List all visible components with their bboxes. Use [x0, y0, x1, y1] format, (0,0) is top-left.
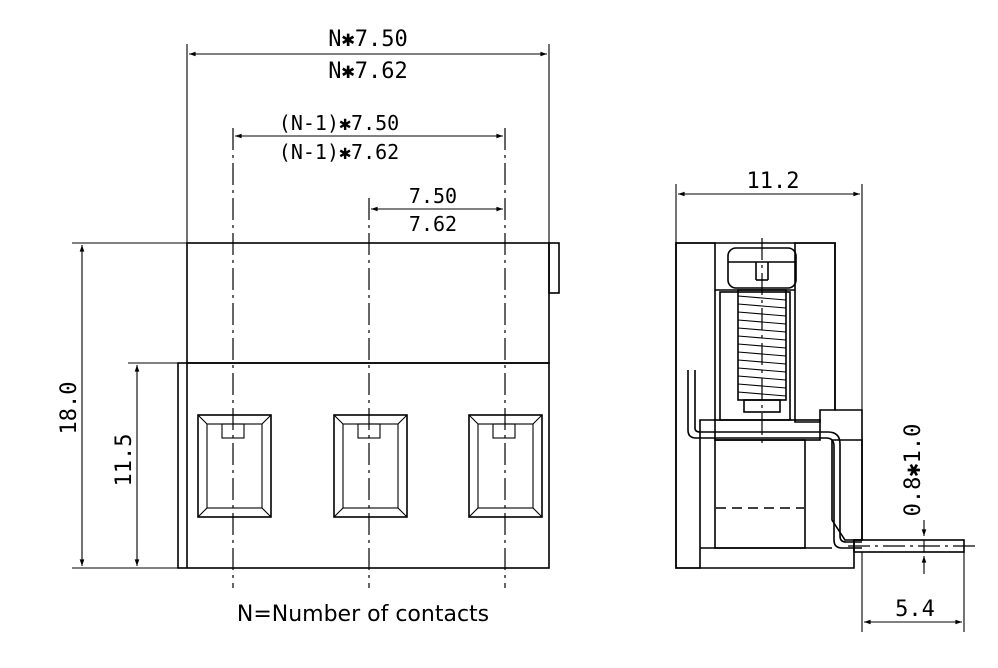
contact-strip: [687, 370, 862, 549]
front-body-lower: [177, 362, 550, 569]
wire-entry-2: [333, 414, 408, 518]
front-view: N✱7.50 N✱7.62 (N-1)✱7.50 (N-1)✱7.62 7.50…: [57, 27, 560, 627]
wire-channel: [714, 439, 806, 549]
dim-n1-762: (N-1)✱7.62: [279, 140, 399, 164]
clamp-cage: [714, 419, 821, 441]
wire-entry-3: [468, 414, 543, 518]
dim-n1-750: (N-1)✱7.50: [279, 111, 399, 135]
side-view: 11.2 0.8✱1.0 5.4: [675, 169, 978, 632]
note-number-of-contacts: N=Number of contacts: [237, 602, 489, 627]
side-left-wall-hatch: [675, 242, 716, 569]
dim-single-762: 7.62: [409, 212, 457, 236]
front-side-tab: [548, 242, 560, 294]
wire-entry-1: [197, 414, 272, 518]
dim-height-total: 18.0: [57, 382, 82, 435]
side-right-wall-hatch: [794, 242, 836, 423]
dim-single-750: 7.50: [409, 184, 457, 208]
dim-pin: 0.8✱1.0: [901, 424, 926, 517]
front-body-upper: [186, 242, 550, 364]
dim-n-762: N✱7.62: [328, 59, 407, 84]
dim-pin-length: 5.4: [895, 597, 935, 622]
dim-width: 11.2: [747, 169, 800, 194]
dim-height-lower: 11.5: [112, 434, 137, 487]
side-foot-hatch: [831, 439, 863, 541]
dim-n-750: N✱7.50: [328, 27, 407, 52]
